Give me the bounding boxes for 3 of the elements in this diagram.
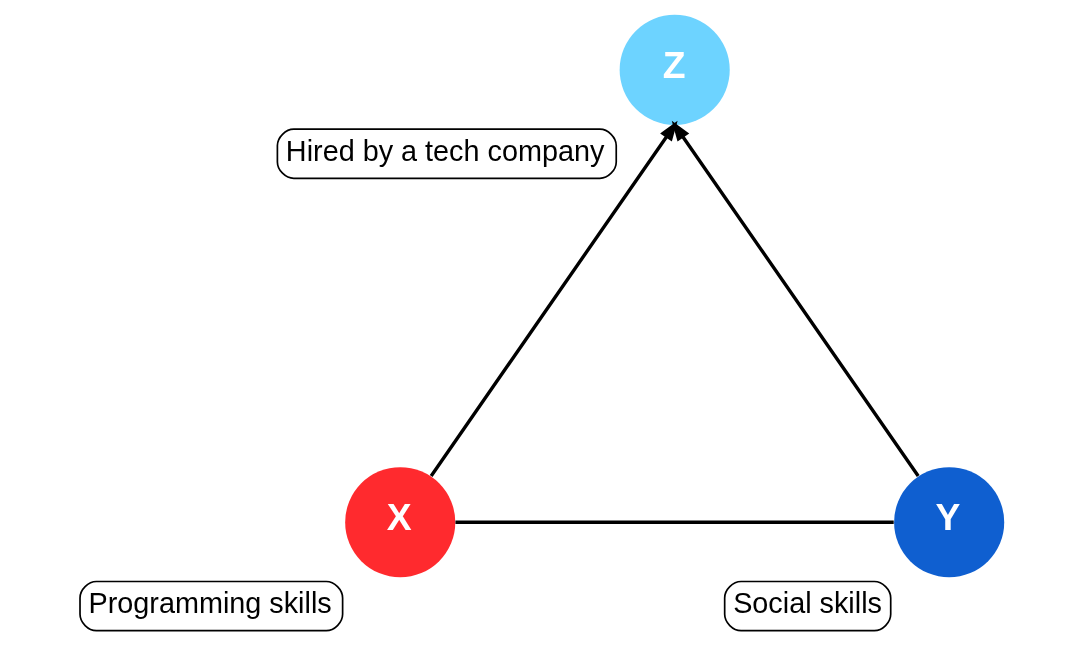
arrow <box>671 120 920 477</box>
arrow <box>429 120 678 477</box>
connector <box>455 520 894 524</box>
